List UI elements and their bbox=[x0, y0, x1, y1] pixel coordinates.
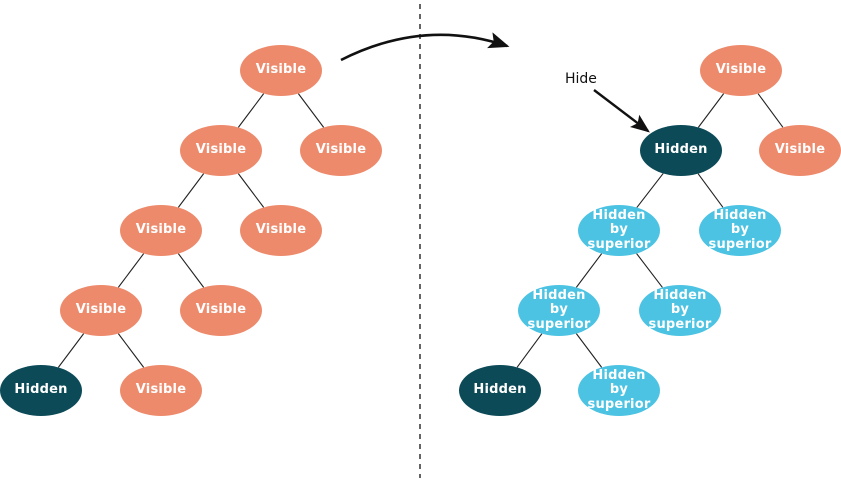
tree-node-label: Visible bbox=[195, 142, 247, 158]
tree-edge bbox=[237, 93, 265, 128]
tree-node-label: Visible bbox=[195, 302, 247, 318]
tree-node-visible[interactable]: Visible bbox=[300, 125, 382, 176]
tree-node-label: Visible bbox=[75, 302, 127, 318]
tree-node-label: Visible bbox=[255, 62, 307, 78]
tree-node-label: Visible bbox=[135, 382, 187, 398]
tree-node-visible[interactable]: Visible bbox=[120, 205, 202, 256]
tree-node-visible[interactable]: Visible bbox=[180, 285, 262, 336]
tree-edge bbox=[575, 333, 603, 368]
tree-edge bbox=[636, 173, 664, 208]
tree-node-hidden[interactable]: Hidden bbox=[0, 365, 82, 416]
tree-node-label: Visible bbox=[315, 142, 367, 158]
tree-edge bbox=[516, 333, 543, 368]
tree-edge bbox=[297, 93, 325, 128]
tree-node-visible[interactable]: Visible bbox=[120, 365, 202, 416]
tree-edge bbox=[697, 93, 725, 128]
tree-node-label: Visible bbox=[715, 62, 767, 78]
tree-node-label: Visible bbox=[774, 142, 826, 158]
transition-arrow bbox=[340, 32, 510, 62]
hide-annotation-label: Hide bbox=[565, 71, 597, 87]
tree-node-label: Hidden bbox=[654, 142, 708, 158]
tree-node-visible[interactable]: Visible bbox=[240, 45, 322, 96]
tree-edge bbox=[757, 93, 784, 128]
tree-edge bbox=[697, 173, 724, 208]
tree-node-label: Visible bbox=[255, 222, 307, 238]
tree-edge bbox=[57, 333, 85, 368]
tree-node-hidden[interactable]: Hidden bbox=[459, 365, 541, 416]
tree-node-label: Visible bbox=[135, 222, 187, 238]
tree-node-visible[interactable]: Visible bbox=[180, 125, 262, 176]
tree-node-visible[interactable]: Visible bbox=[60, 285, 142, 336]
tree-node-label: Hidden bbox=[473, 382, 527, 398]
tree-edge bbox=[117, 333, 145, 368]
tree-node-visible[interactable]: Visible bbox=[700, 45, 782, 96]
tree-edge bbox=[575, 253, 603, 288]
tree-node-hidden[interactable]: Hidden bbox=[640, 125, 722, 176]
tree-edge bbox=[237, 173, 265, 208]
tree-edge bbox=[636, 253, 663, 288]
tree-edge bbox=[177, 253, 205, 288]
tree-edge-lines bbox=[57, 93, 784, 368]
hide-arrow bbox=[593, 89, 650, 133]
tree-node-visible[interactable]: Visible bbox=[240, 205, 322, 256]
tree-edge bbox=[117, 253, 145, 288]
tree-node-visible[interactable]: Visible bbox=[759, 125, 841, 176]
tree-edge bbox=[177, 173, 205, 208]
tree-node-label: Hidden bbox=[14, 382, 68, 398]
